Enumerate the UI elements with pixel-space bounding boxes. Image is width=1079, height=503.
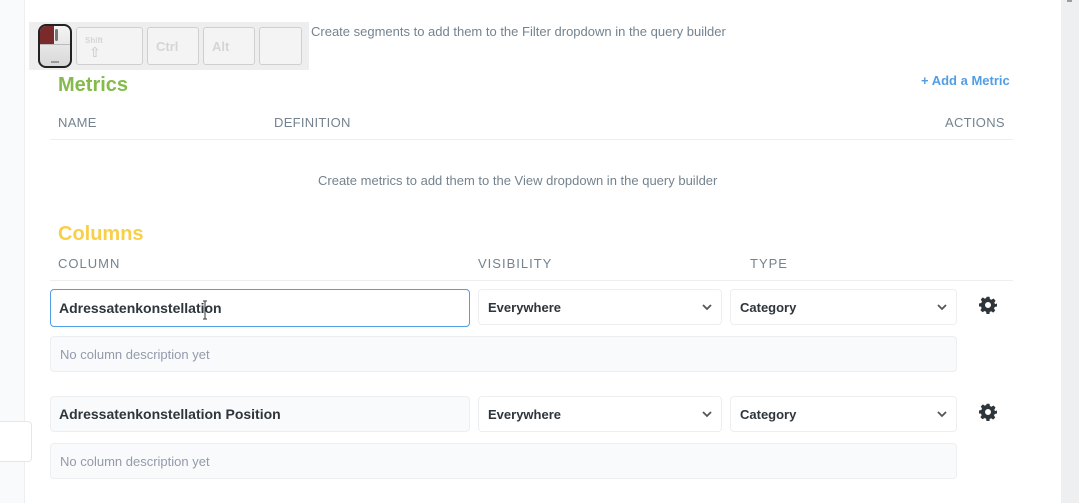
metrics-section-title: Metrics [58,74,129,96]
ctrl-key-indicator: Ctrl [147,27,199,65]
metrics-empty-text: Create metrics to add them to the View d… [318,173,718,188]
columns-header-type: TYPE [750,256,788,271]
scrollbar-track[interactable] [1061,0,1079,503]
shift-key-indicator: Shift ⇧ [76,27,143,65]
columns-header-column: COLUMN [58,256,121,271]
columns-header-divider [50,280,1013,281]
keystroke-overlay: Shift ⇧ Ctrl Alt [29,22,309,70]
alt-key-indicator: Alt [203,27,255,65]
columns-section-title: Columns [58,223,144,245]
metrics-header-definition: DEFINITION [274,115,351,130]
column-description-input[interactable]: No column description yet [50,443,957,479]
column-description-input[interactable]: No column description yet [50,336,957,372]
gear-icon[interactable] [979,403,997,421]
add-metric-link[interactable]: + Add a Metric [921,73,1010,88]
chevron-down-icon [937,304,947,311]
segments-empty-text: Create segments to add them to the Filte… [311,24,726,39]
metrics-header-actions: ACTIONS [945,115,1005,130]
columns-header-visibility: VISIBILITY [478,256,553,271]
column-name-input[interactable]: Adressatenkonstellation Position [50,396,470,432]
gear-icon[interactable] [979,296,997,314]
text-cursor-icon [203,300,207,320]
left-sidebar-rail [0,0,25,503]
column-type-select[interactable]: Category [730,396,957,432]
chevron-down-icon [702,411,712,418]
metrics-header-divider [50,139,1013,140]
chevron-down-icon [937,411,947,418]
shift-arrow-icon: ⇧ [89,43,101,60]
blank-key-indicator [259,27,302,65]
scrollbar-thumb[interactable] [1067,0,1072,2]
column-type-select[interactable]: Category [730,289,957,325]
column-visibility-select[interactable]: Everywhere [478,289,722,325]
mouse-icon [38,24,72,68]
chevron-down-icon [702,304,712,311]
metrics-header-name: NAME [58,115,97,130]
left-floating-panel [0,421,32,462]
column-visibility-select[interactable]: Everywhere [478,396,722,432]
column-name-input[interactable]: Adressatenkonstellation [50,289,470,327]
